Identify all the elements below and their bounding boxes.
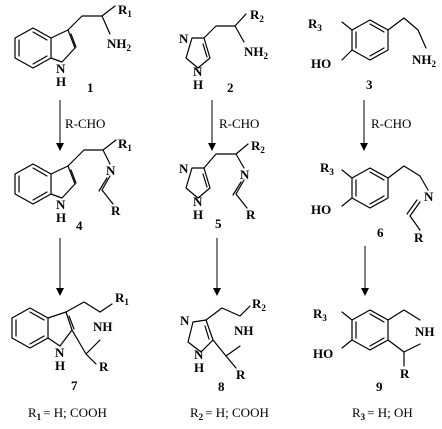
compound-6-r-label: R3: [320, 160, 334, 177]
arrow-head-4: [56, 288, 64, 296]
compound-1-bonds: [14, 5, 116, 69]
compound-2-nh-n: N: [193, 64, 203, 79]
compound-1-r-label: R1: [118, 2, 132, 19]
compound-8-r-label: R2: [252, 296, 266, 313]
compound-6-number: 6: [377, 225, 384, 240]
compound-8-nh-h: H: [194, 360, 204, 375]
compound-8-bonds: [187, 305, 251, 369]
footnote-r2: R2= H; COOH: [190, 405, 269, 422]
arrow-head-2: [208, 143, 216, 151]
compound-4-imine-r: R: [111, 203, 121, 218]
reagent-label-col2: R-CHO: [219, 116, 259, 131]
compound-7-indole-h: H: [55, 358, 65, 373]
compound-5-r-label: R2: [251, 138, 265, 155]
compound-2: R2 NH2 N N H 2: [179, 7, 269, 95]
compound-5-nh-n: N: [193, 194, 203, 209]
footnote-r1: R1= H; COOH: [28, 405, 107, 422]
compound-2-nh-h: H: [193, 77, 203, 92]
compound-5-imine-r: R: [246, 207, 256, 222]
compound-3: R3 HO NH2 3: [308, 16, 437, 92]
reagent-label-col1: R-CHO: [65, 116, 105, 131]
compound-2-amine-label: NH2: [244, 44, 269, 61]
compound-4-number: 4: [76, 218, 83, 233]
compound-9-bonds: [341, 309, 421, 367]
compound-5: R2 N R N N H 5: [179, 138, 265, 231]
arrow-head-1: [56, 143, 64, 151]
compound-3-bonds: [341, 17, 427, 61]
compound-6-imine-r: R: [414, 230, 424, 245]
compound-4-bonds: [14, 139, 117, 205]
arrows-step-1: [56, 100, 368, 151]
compound-8-ring-r: R: [236, 367, 246, 382]
compound-7-r-label: R1: [115, 290, 129, 307]
compound-6-bonds: [341, 165, 429, 231]
compound-7-bonds: [11, 301, 113, 355]
compound-4-imine-n: N: [106, 163, 116, 178]
compound-6: R3 HO N R 6: [311, 160, 434, 245]
compound-1-number: 1: [87, 80, 94, 95]
compound-5-bonds: [185, 143, 249, 209]
arrows-step-2: [56, 238, 369, 296]
footnote-r3: R3= H; OH: [352, 405, 413, 422]
compound-9-hydroxyl: HO: [313, 346, 333, 361]
arrow-head-5: [213, 288, 221, 296]
compound-2-ring-n: N: [179, 31, 189, 46]
compound-7-number: 7: [71, 378, 78, 393]
compound-7-indole-n: N: [55, 345, 65, 360]
compound-4: R1 N R N H 4: [14, 136, 132, 233]
compound-5-number: 5: [215, 216, 222, 231]
compound-1-amine-label: NH2: [107, 36, 132, 53]
compound-6-hydroxyl: HO: [311, 202, 331, 217]
compound-3-hydroxyl: HO: [311, 56, 331, 71]
compound-4-indole-n: N: [56, 197, 66, 212]
compound-5-nh-h: H: [193, 207, 203, 222]
compound-9: R3 HO NH R 9: [313, 306, 435, 394]
compound-3-r-label: R3: [308, 16, 322, 33]
compound-5-ring-n: N: [179, 161, 189, 176]
compound-2-bonds: [185, 13, 247, 69]
compound-7-ring-r: R: [99, 359, 109, 374]
compound-8-number: 8: [218, 379, 225, 394]
arrow-head-6: [361, 288, 369, 296]
compound-9-ring-nh: NH: [415, 324, 435, 339]
compound-8: R2 NH R N N H 8: [180, 296, 266, 394]
compound-1-indole-h: H: [56, 74, 66, 89]
compound-3-number: 3: [366, 77, 373, 92]
compound-8-nh-n: N: [194, 347, 204, 362]
compound-5-imine-n: N: [240, 167, 250, 182]
compound-1-indole-n: N: [56, 61, 66, 76]
compound-1: R1 NH2 N H 1: [14, 2, 132, 95]
compound-7: R1 NH R N H 7: [11, 290, 129, 393]
compound-4-indole-h: H: [56, 210, 66, 225]
compound-9-r-label: R3: [313, 306, 327, 323]
compound-6-imine-n: N: [424, 189, 434, 204]
compound-8-ring-n: N: [180, 313, 190, 328]
compound-7-r-bond: [85, 353, 97, 365]
compound-9-number: 9: [376, 379, 383, 394]
compound-8-ring-nh: NH: [234, 323, 254, 338]
compound-2-number: 2: [227, 80, 234, 95]
arrow-head-3: [360, 143, 368, 151]
compound-7-ring-nh: NH: [93, 319, 113, 334]
compound-3-amine-label: NH2: [412, 52, 437, 69]
compound-2-r-label: R2: [250, 7, 264, 24]
compound-9-ring-r: R: [400, 366, 410, 381]
reagent-label-col3: R-CHO: [371, 116, 411, 131]
compound-4-r-label: R1: [118, 136, 132, 153]
